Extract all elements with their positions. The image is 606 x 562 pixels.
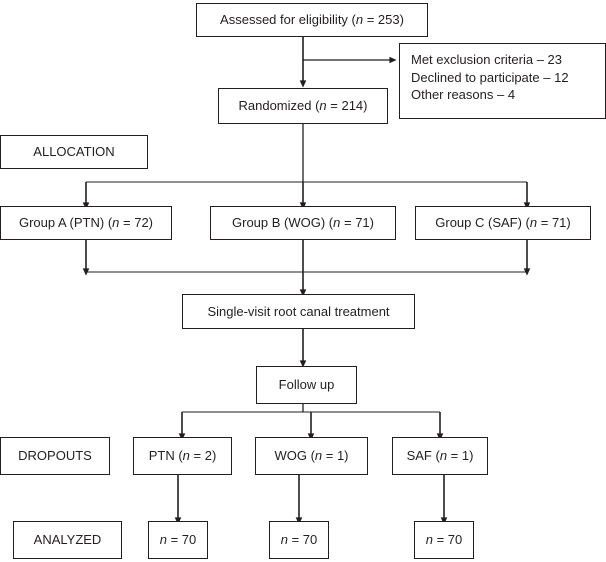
label-analyzed-text: ANALYZED bbox=[33, 532, 102, 548]
node-dropout-saf-label: SAF (n = 1) bbox=[406, 448, 474, 464]
node-group-c: Group C (SAF) (n = 71) bbox=[415, 206, 591, 240]
node-followup: Follow up bbox=[256, 366, 357, 404]
node-group-c-label: Group C (SAF) (n = 71) bbox=[435, 215, 571, 231]
node-assessed-for-eligibility: Assessed for eligibility (n = 253) bbox=[196, 3, 428, 37]
node-dropout-ptn-label: PTN (n = 2) bbox=[148, 448, 217, 464]
node-treatment: Single-visit root canal treatment bbox=[182, 294, 415, 329]
node-analyzed-saf-label: n = 70 bbox=[425, 532, 463, 548]
label-allocation-text: ALLOCATION bbox=[33, 144, 115, 160]
exclusion-line-declined: Declined to participate – 12 bbox=[411, 69, 569, 85]
node-analyzed-saf: n = 70 bbox=[414, 521, 474, 559]
node-randomized: Randomized (n = 214) bbox=[218, 88, 388, 124]
node-group-b: Group B (WOG) (n = 71) bbox=[210, 206, 396, 240]
node-followup-label: Follow up bbox=[278, 377, 335, 393]
label-allocation: ALLOCATION bbox=[0, 135, 148, 169]
node-analyzed-ptn-label: n = 70 bbox=[159, 532, 197, 548]
node-randomized-label: Randomized (n = 214) bbox=[238, 98, 368, 114]
label-dropouts-text: DROPOUTS bbox=[18, 448, 92, 464]
node-group-b-label: Group B (WOG) (n = 71) bbox=[232, 215, 374, 231]
node-analyzed-wog-label: n = 70 bbox=[280, 532, 318, 548]
node-assessed-label: Assessed for eligibility (n = 253) bbox=[220, 12, 404, 28]
node-analyzed-wog: n = 70 bbox=[269, 521, 329, 559]
node-exclusions: Met exclusion criteria – 23 Declined to … bbox=[399, 43, 606, 119]
label-dropouts: DROPOUTS bbox=[0, 437, 110, 475]
node-group-a: Group A (PTN) (n = 72) bbox=[0, 206, 172, 240]
node-treatment-label: Single-visit root canal treatment bbox=[207, 303, 390, 319]
node-dropout-ptn: PTN (n = 2) bbox=[133, 437, 232, 475]
node-group-a-label: Group A (PTN) (n = 72) bbox=[18, 215, 154, 231]
node-dropout-wog-label: WOG (n = 1) bbox=[274, 448, 349, 464]
node-analyzed-ptn: n = 70 bbox=[148, 521, 208, 559]
exclusion-line-met-criteria: Met exclusion criteria – 23 bbox=[411, 52, 563, 67]
node-dropout-wog: WOG (n = 1) bbox=[255, 437, 368, 475]
exclusion-line-other: Other reasons – 4 bbox=[411, 87, 516, 103]
label-analyzed: ANALYZED bbox=[13, 521, 122, 559]
node-dropout-saf: SAF (n = 1) bbox=[392, 437, 488, 475]
